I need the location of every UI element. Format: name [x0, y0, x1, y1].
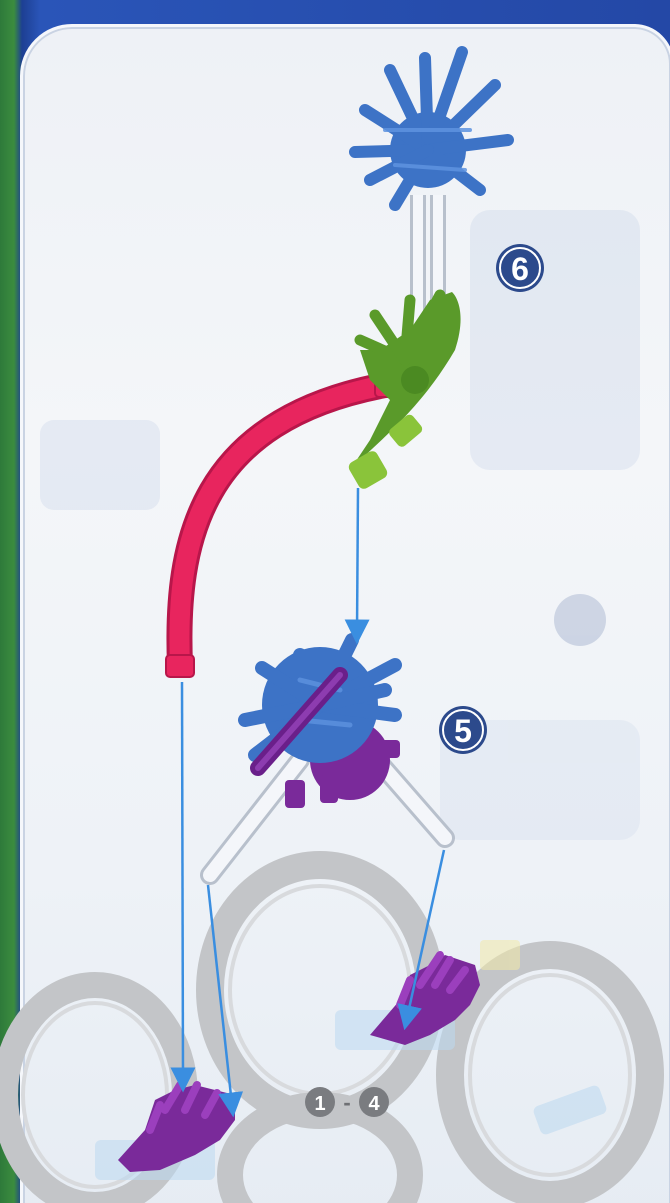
wheel-right	[450, 955, 650, 1195]
range-dash: -	[343, 1090, 350, 1115]
red-flexible-rod	[166, 375, 401, 677]
step-5-badge: 5	[439, 706, 487, 754]
arrow-green-to-hub	[357, 488, 358, 632]
wheel-center-back	[210, 865, 430, 1115]
arrow-red-to-left-connector	[182, 682, 183, 1080]
step-6-badge: 6	[496, 244, 544, 292]
range-end-number: 4	[368, 1093, 380, 1115]
purple-connector-left	[118, 1085, 235, 1172]
range-start-number: 1	[314, 1093, 325, 1115]
steps-range-badge: 1 - 4	[305, 1087, 389, 1117]
blue-connector-hub	[245, 640, 400, 808]
step-6-number: 6	[511, 251, 529, 287]
step-5-number: 5	[454, 713, 472, 749]
blue-connector-top	[355, 52, 508, 205]
